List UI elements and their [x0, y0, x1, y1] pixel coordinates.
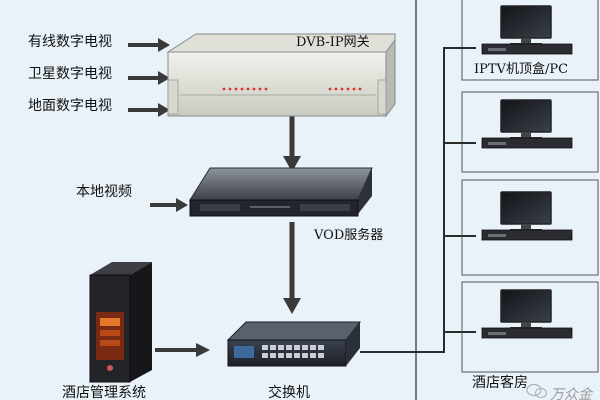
room-panel-2 [461, 91, 599, 173]
label-local-video: 本地视频 [76, 184, 132, 200]
watermark-text: 万众金 [550, 387, 592, 400]
switch-ports [262, 345, 324, 358]
room-terminal-1 [481, 5, 573, 55]
label-dvb-ip-gateway: DVB-IP网关 [296, 35, 370, 50]
room-terminal-4 [481, 289, 573, 339]
label-switch: 交换机 [268, 385, 310, 400]
room-terminal-2 [481, 99, 573, 149]
switch-device [226, 321, 362, 367]
network-bus [360, 47, 476, 353]
dvb-ip-gateway-device [166, 33, 396, 118]
room-panel-3 [461, 179, 599, 276]
wechat-icon [526, 383, 548, 399]
room-panel-1 [461, 0, 599, 81]
label-terrestrial-tv: 地面数字电视 [28, 98, 112, 114]
label-satellite-tv: 卫星数字电视 [28, 66, 112, 82]
label-hotel-management-system: 酒店管理系统 [62, 385, 146, 400]
hotel-management-tower [89, 262, 152, 383]
bus-trunk-line [360, 47, 476, 353]
room-terminal-3 [481, 191, 573, 241]
label-cable-tv: 有线数字电视 [28, 34, 112, 50]
gateway-status-leds [222, 87, 362, 91]
label-vod-server: VOD服务器 [314, 228, 384, 243]
label-iptv-terminal: IPTV机顶盒/PC [474, 62, 569, 77]
vod-server-device [189, 167, 373, 217]
label-guest-room: 酒店客房 [472, 375, 528, 391]
input-arrows [128, 38, 210, 357]
room-panel-4 [461, 281, 599, 373]
